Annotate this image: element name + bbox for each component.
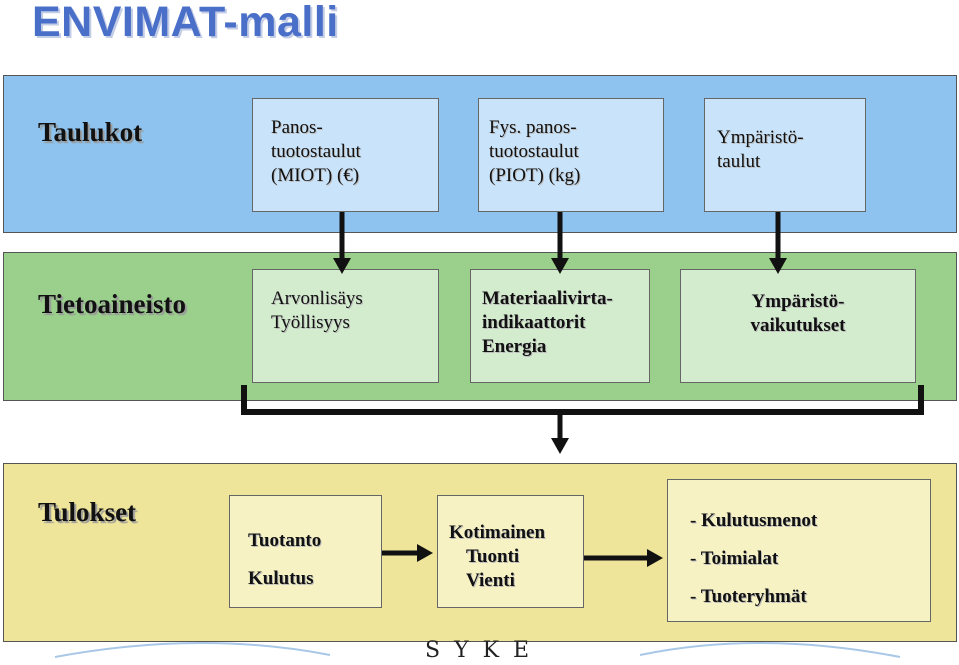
- results-breakdown-box: - Kulutusmenot - Toimialat - Tuoteryhmät: [667, 479, 931, 622]
- arrow-head: [551, 258, 569, 274]
- material-flow-box: Materiaalivirta- indikaattorit Energia: [470, 269, 650, 383]
- footer-swoosh-left: [54, 641, 331, 658]
- box-line: Panos-: [271, 117, 323, 138]
- miot-table-box: Panos- tuotostaulut (MIOT) (€): [252, 98, 439, 212]
- taulukot-label: Taulukot: [38, 117, 143, 147]
- box-line: - Kulutusmenot: [690, 510, 818, 531]
- piot-table-box: Fys. panos- tuotostaulut (PIOT) (kg): [478, 98, 664, 212]
- box-line: Ympäristö-: [717, 127, 804, 148]
- arrow-head: [417, 544, 433, 562]
- environment-table-box: Ympäristö- taulut: [704, 98, 866, 212]
- arrow-head: [333, 258, 351, 274]
- box-line: Arvonlisäys: [271, 288, 363, 309]
- merge-bracket: [241, 385, 924, 415]
- arrow-head: [551, 438, 569, 454]
- box-line: Materiaalivirta-: [482, 288, 613, 309]
- production-consumption-box: Tuotanto Kulutus: [229, 495, 382, 608]
- box-line: vaikutukset: [750, 315, 846, 336]
- arrow-head: [769, 258, 787, 274]
- tulokset-label: Tulokset: [38, 497, 137, 527]
- box-line: Tuotanto: [248, 530, 322, 551]
- box-line: tuotostaulut: [271, 141, 361, 162]
- page-title: ENVIMAT-malli: [32, 0, 339, 46]
- box-line: Tuonti: [466, 546, 520, 567]
- arrow-head: [647, 549, 663, 567]
- box-line: (PIOT) (kg): [489, 165, 581, 186]
- box-line: - Toimialat: [690, 548, 779, 569]
- environmental-impacts-box: Ympäristö- vaikutukset: [680, 269, 916, 383]
- value-added-box: Arvonlisäys Työllisyys: [252, 269, 439, 383]
- syke-logo: SYKE: [425, 638, 544, 663]
- box-line: Energia: [482, 336, 547, 357]
- box-line: indikaattorit: [482, 312, 586, 333]
- box-line: Ympäristö-: [751, 291, 845, 312]
- box-line: tuotostaulut: [489, 141, 579, 162]
- box-line: - Tuoteryhmät: [690, 586, 807, 607]
- domestic-trade-box: Kotimainen Tuonti Vienti: [437, 495, 584, 608]
- box-line: (MIOT) (€): [271, 165, 360, 186]
- box-line: Työllisyys: [271, 312, 350, 333]
- footer-swoosh-right: [639, 641, 901, 658]
- box-line: taulut: [717, 151, 761, 172]
- tietoaineisto-label: Tietoaineisto: [38, 289, 186, 319]
- box-line: Kulutus: [248, 568, 314, 589]
- box-line: Fys. panos-: [489, 117, 577, 138]
- box-line: Kotimainen: [449, 522, 546, 543]
- box-line: Vienti: [466, 570, 515, 591]
